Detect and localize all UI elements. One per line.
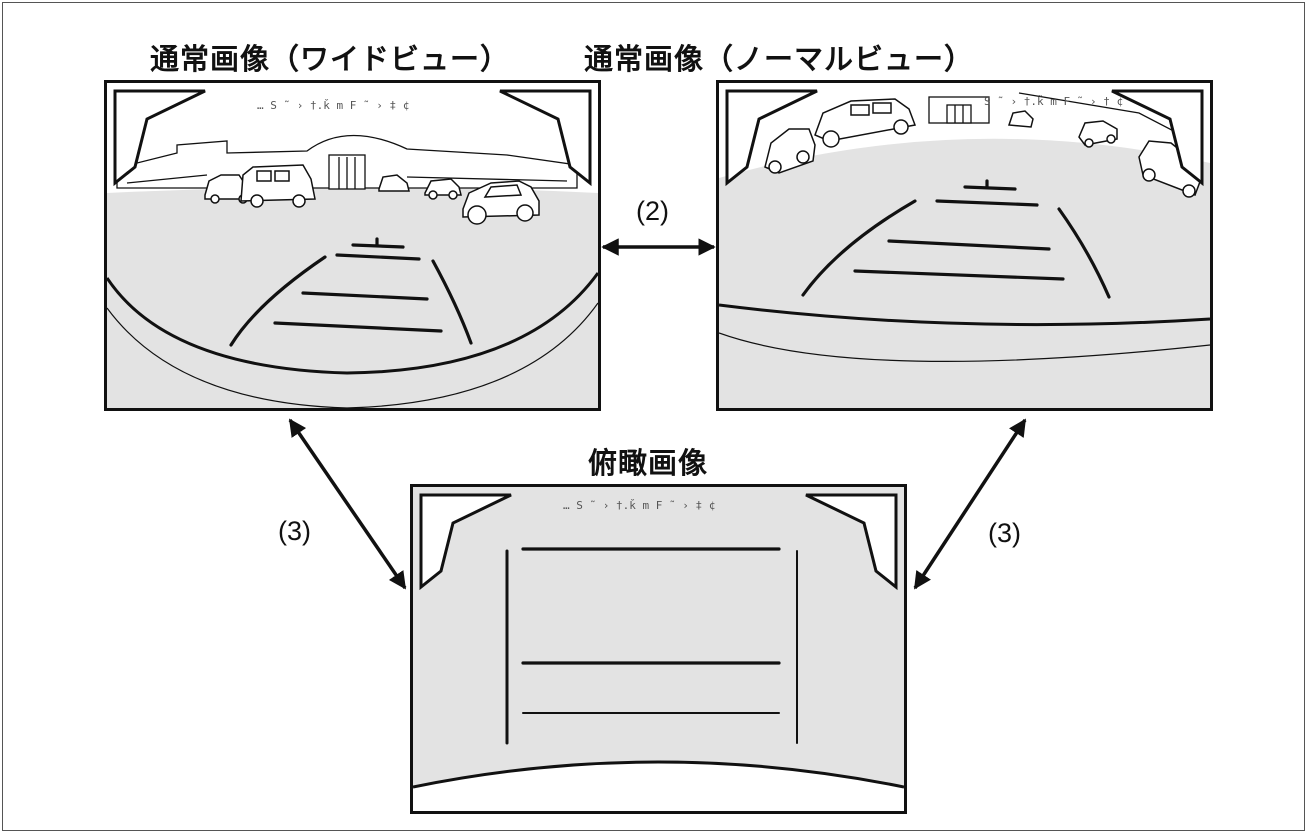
ground-area: [413, 487, 904, 811]
bumper-curve-outer: [107, 307, 348, 408]
title-top-view: 俯瞰画像: [588, 446, 709, 480]
ground-area: [107, 187, 598, 408]
bumper-curve: [413, 760, 904, 789]
corner-bracket-right: [1111, 89, 1204, 187]
arrow-normal-top: [913, 418, 1027, 590]
title-normal-view: 通常画像（ノーマルビュー）: [584, 42, 975, 76]
corner-bracket-left: [725, 89, 818, 187]
title-wide-view: 通常画像（ワイドビュー）: [150, 42, 511, 76]
ghost-text: S ˜ › †.ǩ m F ˜ › † ¢: [984, 95, 1123, 108]
guide-lines: [505, 547, 798, 745]
corner-bracket-right: [805, 493, 898, 591]
arrow-wide-top: [288, 418, 407, 590]
label-switch-3-left: (3): [278, 516, 311, 546]
label-switch-3-right: (3): [988, 518, 1021, 548]
corner-bracket-left: [113, 89, 206, 187]
top-view-screen: … S ˜ › †.ǩ m F ˜ › ‡ ¢: [410, 484, 907, 814]
wide-view-image: … S ˜ › †.ǩ m F ˜ › ‡ ¢: [107, 89, 598, 408]
guide-lines: [229, 237, 473, 347]
normal-view-screen: S ˜ › †.ǩ m F ˜ › † ¢: [716, 80, 1213, 411]
label-switch-2: (2): [636, 196, 669, 226]
bumper-curve-outer-right: [346, 302, 598, 408]
bumper-curve-outer: [719, 332, 1210, 363]
ghost-text: … S ˜ › †.ǩ m F ˜ › ‡ ¢: [257, 99, 409, 112]
wide-view-screen: … S ˜ › †.ǩ m F ˜ › ‡ ¢: [104, 80, 601, 411]
corner-bracket-right: [499, 89, 592, 187]
ghost-text: … S ˜ › †.ǩ m F ˜ › ‡ ¢: [563, 499, 715, 512]
top-view-image: … S ˜ › †.ǩ m F ˜ › ‡ ¢: [413, 487, 904, 811]
parked-cars: [204, 164, 540, 225]
ground-area: [719, 138, 1210, 408]
bumper-curve: [719, 303, 1210, 327]
bumper-curve: [107, 272, 598, 375]
guide-lines: [801, 179, 1111, 299]
normal-view-image: S ˜ › †.ǩ m F ˜ › † ¢: [719, 89, 1210, 408]
bumper-area: [413, 762, 904, 811]
corner-bracket-left: [419, 493, 512, 591]
